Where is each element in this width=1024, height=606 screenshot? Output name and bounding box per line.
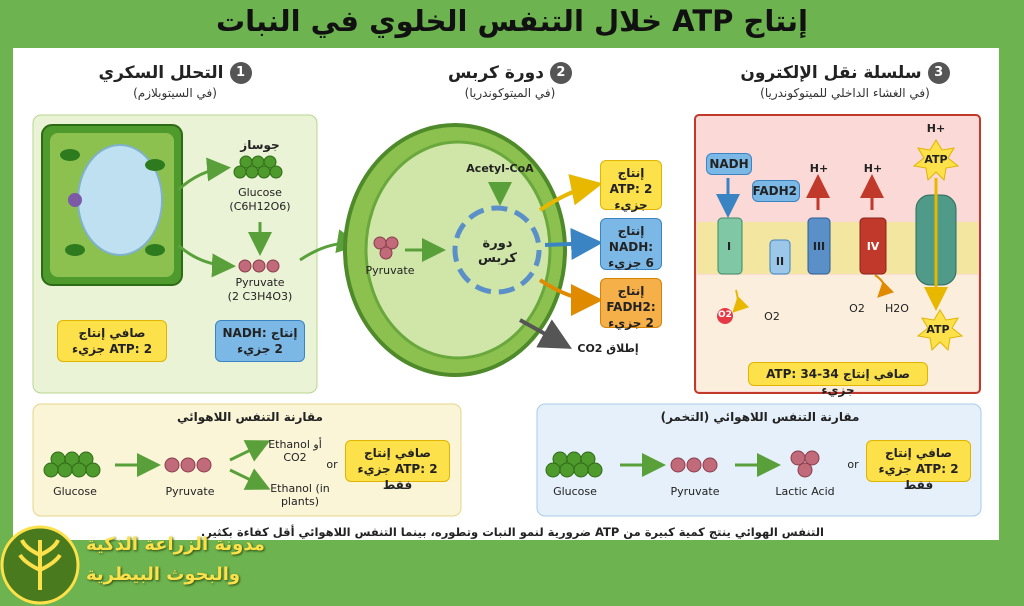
- glucose-formula: (C6H12O6): [229, 200, 291, 213]
- oxygen-label: O2: [764, 310, 780, 323]
- section-title: دورة كربس: [448, 63, 544, 83]
- krebs-nadh-box: إنتاج NADH: 6 جزيء: [600, 218, 662, 270]
- pyruvate-label: Pyruvate: [165, 485, 215, 498]
- ethanol-plants-label: Ethanol (in plants): [270, 482, 330, 508]
- section-glycolysis-header: 1التحلل السكري (في السيتوبلازم): [60, 62, 290, 100]
- oxygen-label: O2: [718, 310, 732, 320]
- glycolysis-atp-box: صافي إنتاج ATP: 2 جزيء: [57, 320, 167, 362]
- ethanol-co2-label: Ethanol أو CO2: [268, 438, 322, 464]
- anaerobic-plants-atp-box: صافي إنتاج ATP: 2 جزيء فقط: [345, 440, 450, 492]
- pyruvate-label: Pyruvate: [235, 276, 285, 289]
- nadh-label: NADH: [706, 153, 752, 175]
- proton-label: H+: [809, 162, 829, 175]
- fadh2-label: FADH2: [752, 180, 800, 202]
- glucose-molecule: [545, 451, 603, 478]
- krebs-atp-box: إنتاج ATP: 2 جزيء: [600, 160, 662, 212]
- water-label: H2O: [885, 302, 909, 315]
- arrow: [519, 318, 572, 349]
- or-label: or: [326, 458, 338, 471]
- krebs-fadh-box: إنتاج FADH2: 2 جزيء: [600, 278, 662, 330]
- complex-iv: [859, 217, 887, 275]
- glycolysis-nadh-box: إنتاج NADH: 2 جزيء: [215, 320, 305, 362]
- section-subtitle: (في الغشاء الداخلي للميتوكوندريا): [760, 86, 930, 100]
- acetyl-coa-label: Acetyl-CoA: [466, 162, 534, 175]
- logo-line-1: مدونة الزراعة الذكية: [86, 534, 265, 555]
- glucose-label: Glucose: [53, 485, 97, 498]
- section-krebs-header: 2دورة كربس (في الميتوكوندريا): [400, 62, 620, 100]
- pyruvate-molecule: [164, 457, 212, 473]
- atp-star: [916, 309, 964, 352]
- pyruvate-molecule: [670, 457, 718, 473]
- lactic-acid-label: Lactic Acid: [775, 485, 835, 498]
- step-badge: 3: [927, 62, 950, 84]
- arrow: [176, 157, 231, 192]
- arrow: [544, 227, 603, 260]
- arrow: [538, 278, 603, 316]
- oxygen-molecule: [717, 308, 733, 324]
- anaerobic-ferment-title: مقارنة التنفس اللاهوائي (التخمر): [660, 410, 860, 424]
- plant-cell-illustration: [41, 124, 183, 286]
- arrow: [874, 274, 895, 298]
- page-title: إنتاج ATP خلال التنفس الخلوي في النبات: [216, 4, 808, 38]
- complex-label: II: [775, 255, 785, 268]
- proton-label: H+: [926, 122, 946, 135]
- or-label: or: [847, 458, 859, 471]
- etc-atp-box: صافي إنتاج ATP: 34-34 جزيء: [748, 362, 928, 397]
- complex-iii: [807, 217, 831, 275]
- step-badge: 2: [549, 62, 572, 84]
- logo-line-2: والبحوث البيطرية: [86, 564, 241, 585]
- lactic-acid-molecule: [790, 450, 820, 478]
- krebs-cycle-label: دورة كربس: [478, 236, 517, 266]
- complex-label: I: [726, 240, 732, 253]
- pyruvate-molecule: [238, 259, 280, 273]
- glucose-label: Glucose: [553, 485, 597, 498]
- pyruvate-label: Pyruvate: [670, 485, 720, 498]
- section-subtitle: (في الميتوكوندريا): [464, 86, 556, 100]
- glucose-molecule: [43, 451, 101, 478]
- glucose-arabic-label: جوساز: [240, 138, 280, 152]
- pyruvate-label: Pyruvate: [365, 264, 415, 277]
- atp-star: [912, 139, 960, 182]
- anaerobic-ferment-atp-box: صافي إنتاج ATP: 2 جزيء فقط: [866, 440, 971, 492]
- step-badge: 1: [229, 62, 252, 84]
- complex-i: [717, 217, 743, 275]
- section-subtitle: (في السيتوبلازم): [133, 86, 217, 100]
- complex-label: IV: [866, 240, 880, 253]
- atp-label: ATP: [926, 323, 950, 336]
- logo-emblem: [0, 525, 80, 605]
- atp-label: ATP: [924, 153, 948, 166]
- co2-release-label: إطلاق CO2: [577, 342, 639, 355]
- arrow: [732, 289, 750, 313]
- glucose-label: Glucose: [238, 186, 282, 199]
- arrow: [176, 243, 236, 278]
- arrow: [538, 174, 603, 212]
- section-title: سلسلة نقل الإلكترون: [740, 63, 922, 83]
- section-title: التحلل السكري: [98, 63, 224, 83]
- section-etc-header: 3سلسلة نقل الإلكترون (في الغشاء الداخلي …: [700, 62, 990, 100]
- complex-ii: [769, 239, 791, 275]
- proton-label: H+: [863, 162, 883, 175]
- bottom-note: التنفس الهوائي ينتج كمية كبيرة من ATP ضر…: [200, 525, 824, 539]
- arrow: [229, 468, 271, 490]
- pyruvate-molecule: [373, 236, 399, 260]
- oxygen-label: O2: [849, 302, 865, 315]
- complex-label: III: [812, 240, 826, 253]
- anaerobic-plants-title: مقارنة التنفس اللاهوائي: [177, 410, 323, 424]
- glucose-molecule: [233, 155, 283, 179]
- arrow: [229, 440, 271, 462]
- pyruvate-formula: (2 C3H4O3): [227, 290, 293, 303]
